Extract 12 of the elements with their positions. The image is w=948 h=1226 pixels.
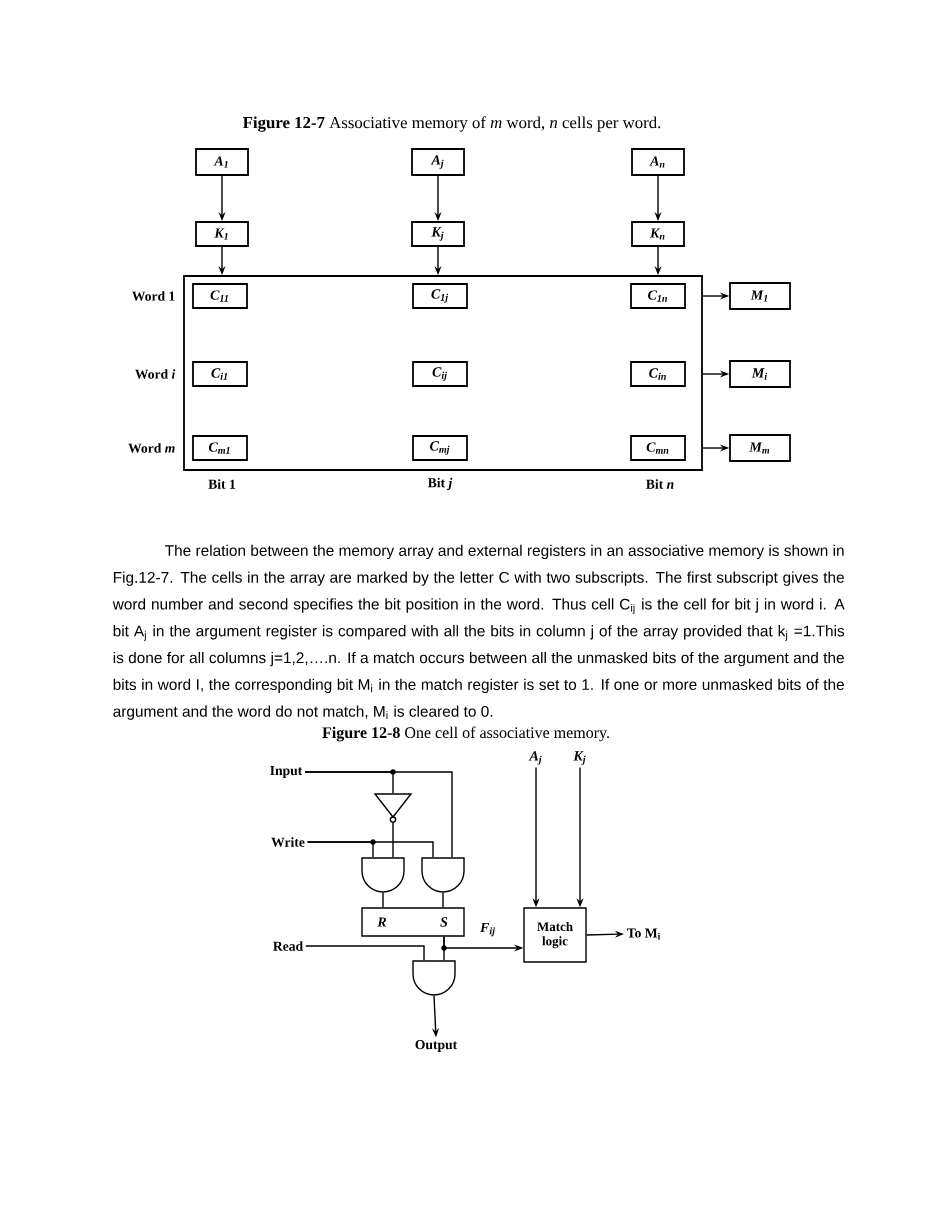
figure-title: Figure 12-8 One cell of associative memory.: [322, 726, 609, 742]
wire: [382, 892, 384, 908]
and-gate-symbol: [412, 960, 456, 996]
wire: [442, 892, 444, 908]
and-gate-symbol: [421, 857, 465, 893]
wire: [392, 822, 394, 858]
wire: [304, 771, 453, 858]
memory-array-box: [183, 275, 703, 471]
wire: [305, 945, 425, 961]
wire: [306, 841, 434, 858]
and-gate-symbol: [361, 857, 405, 893]
figure-title: Figure 12-7 Associative memory of m word, n cells per word.: [242, 116, 661, 132]
